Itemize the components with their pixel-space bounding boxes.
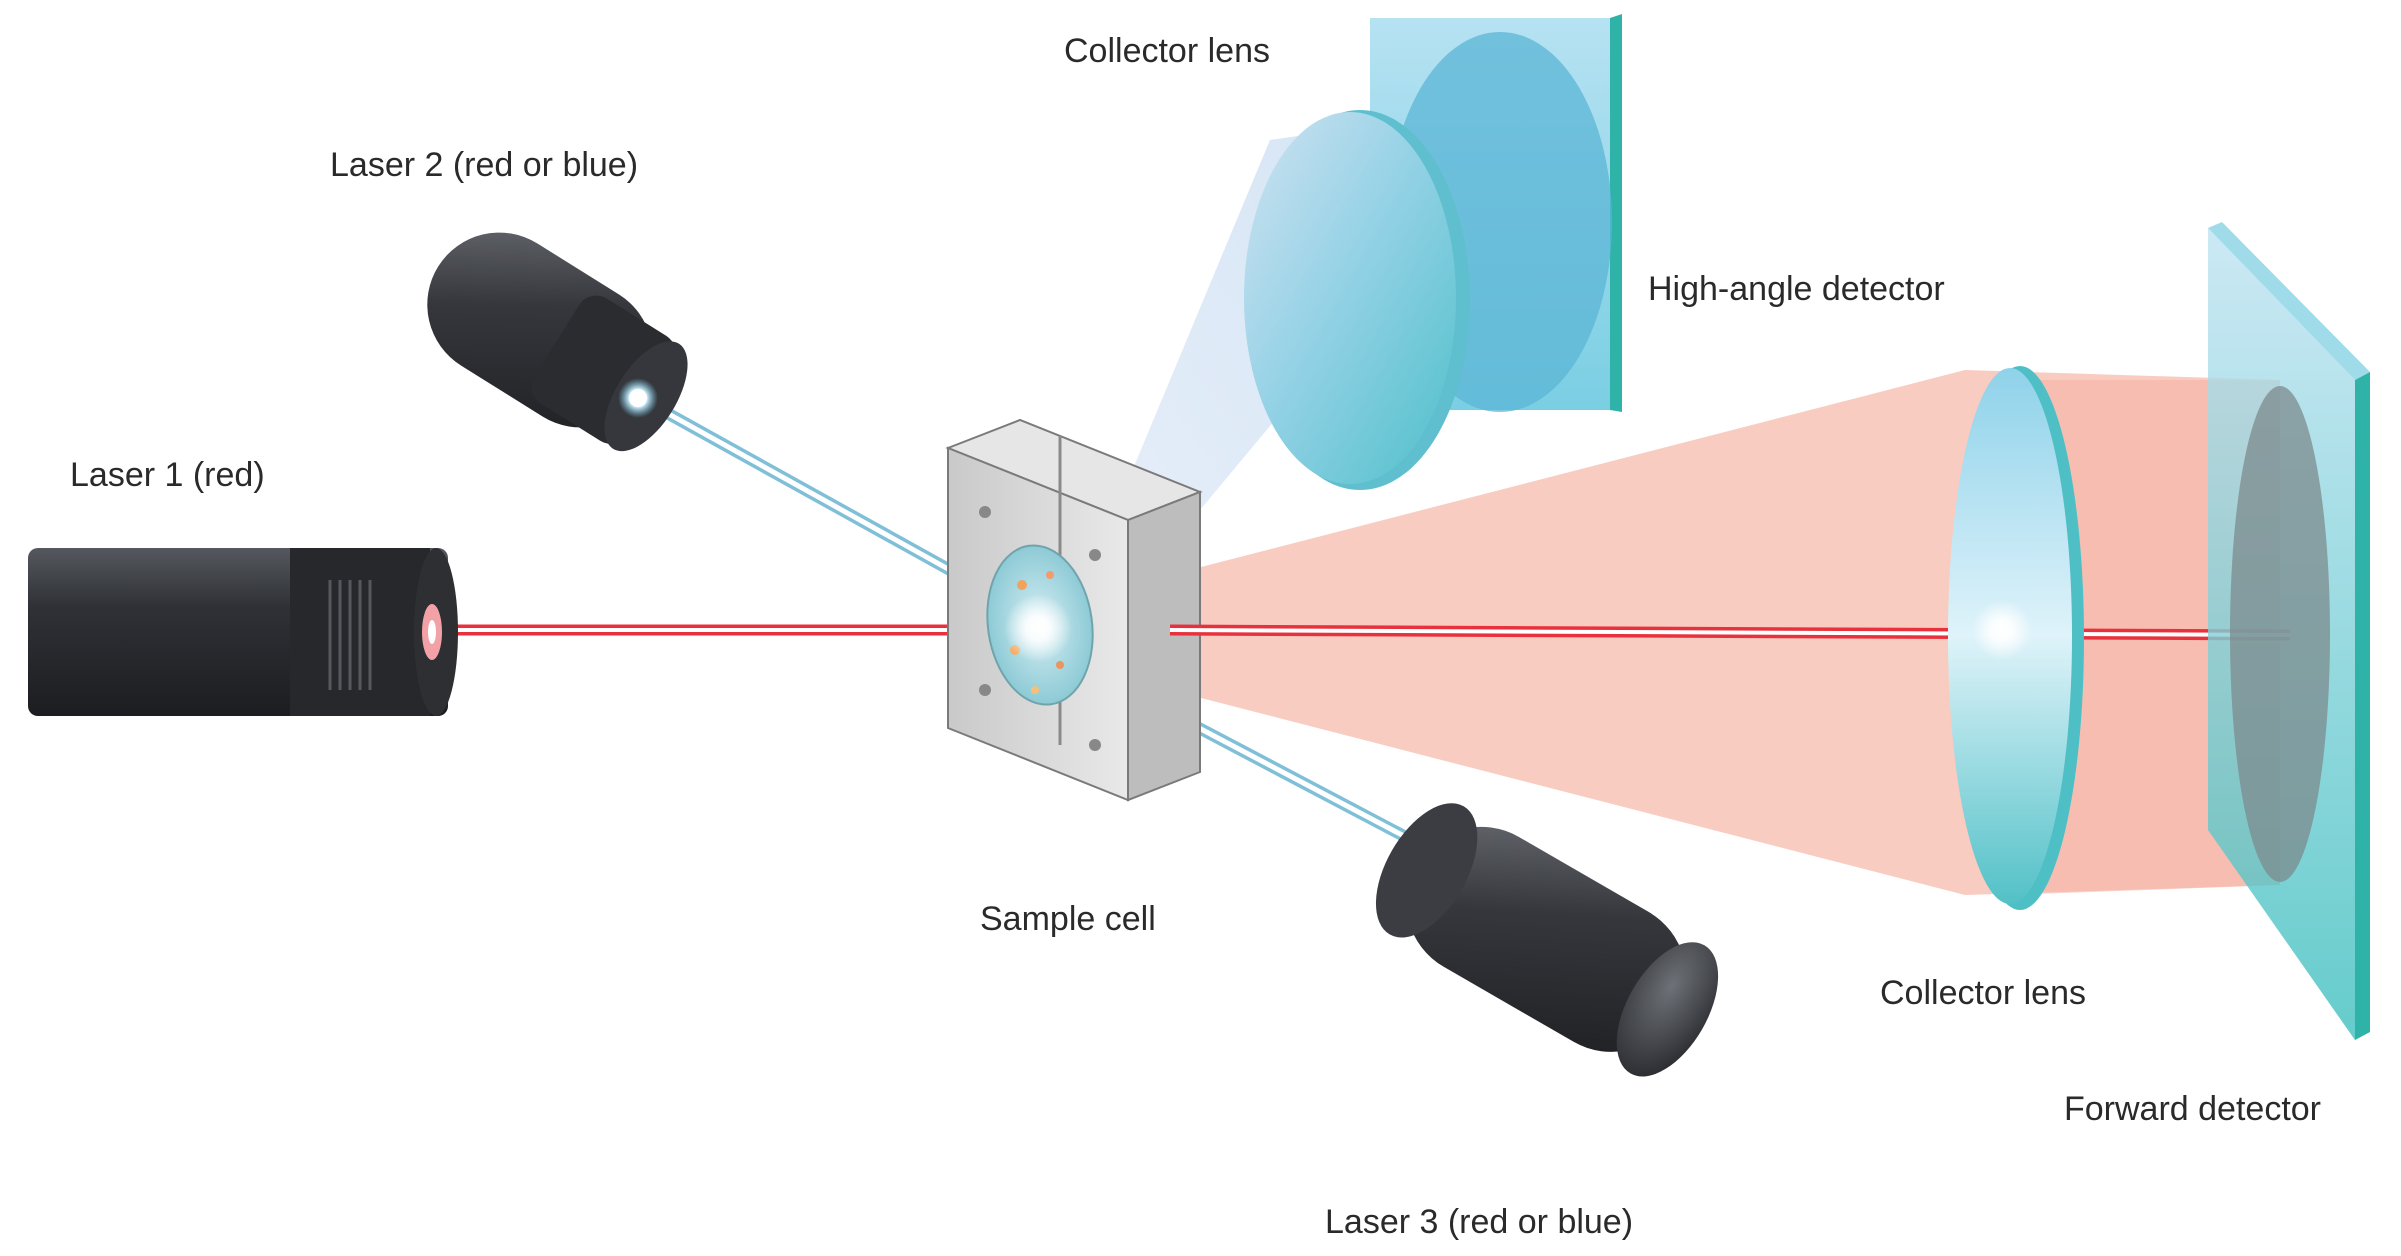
- forward-detector-label: Forward detector: [2064, 1090, 2321, 1128]
- laser2-label: Laser 2 (red or blue): [330, 146, 639, 184]
- sample-glow: [1004, 594, 1072, 662]
- forward-detector: [2208, 222, 2370, 1040]
- laser1-label: Laser 1 (red): [70, 456, 265, 494]
- sample-cell-label: Sample cell: [980, 900, 1156, 938]
- high-angle-detector-label: High-angle detector: [1648, 270, 1945, 308]
- collector-lens-right-label: Collector lens: [1880, 974, 2086, 1012]
- lens-focus-glow: [1972, 600, 2032, 660]
- collector-lens-top-label: Collector lens: [1064, 32, 1270, 70]
- laser3-label: Laser 3 (red or blue): [1325, 1203, 1634, 1241]
- forward-red-beam: [1169, 624, 2291, 641]
- collector-lens-top: [1244, 110, 1470, 490]
- laser2-device: [427, 232, 688, 452]
- sample-cell: [945, 418, 1203, 802]
- laser3-beam: [1174, 712, 1446, 861]
- laser3-device: [1375, 803, 1719, 1077]
- laser1-device: [28, 548, 458, 716]
